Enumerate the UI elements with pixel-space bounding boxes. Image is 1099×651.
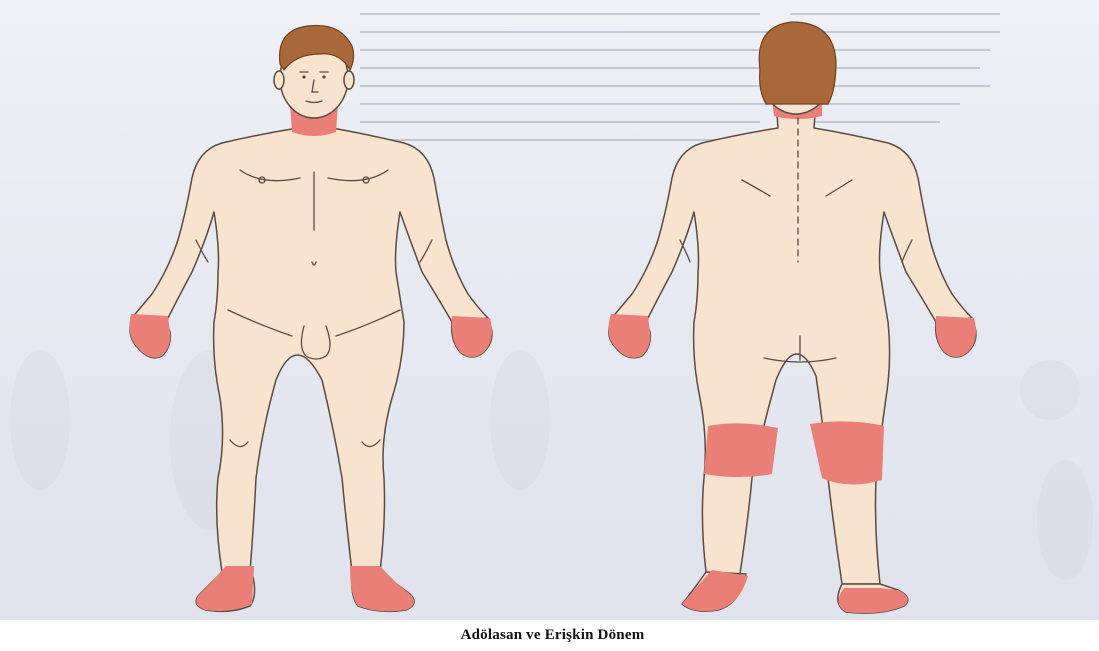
back-body-figure bbox=[608, 22, 976, 613]
figure-caption: Adölasan ve Erişkin Dönem bbox=[461, 627, 645, 644]
dermatitis-distribution-figure: .skin { fill: #f8e3cf; stroke: #5a4a40; … bbox=[0, 0, 1099, 620]
front-body-figure bbox=[130, 25, 492, 611]
caption-bar: Adölasan ve Erişkin Dönem bbox=[0, 620, 1099, 651]
